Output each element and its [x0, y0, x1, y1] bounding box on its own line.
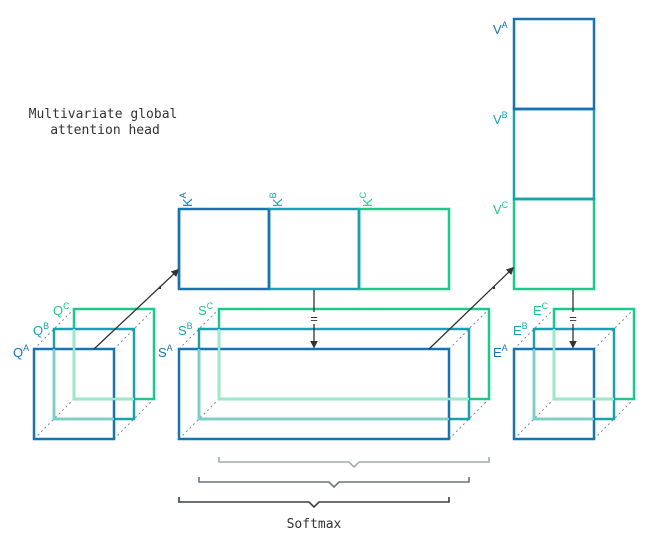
score-slice-a — [177, 347, 451, 441]
output-label-a: EA — [493, 343, 508, 360]
output-label-c: EC — [533, 301, 549, 318]
score-label-a: SA — [158, 343, 173, 360]
equals-operator-left: = — [310, 311, 318, 326]
value-cell-b — [512, 107, 596, 201]
output-slice-b — [532, 327, 616, 421]
equals-operator-right: = — [569, 311, 577, 326]
diagram-title-line-2: attention head — [50, 123, 160, 138]
query-label-b: QB — [33, 321, 49, 338]
key-cell-b — [267, 207, 361, 291]
dot-operator-left: · — [156, 274, 163, 299]
value-matrix — [512, 17, 596, 291]
value-label-a: VA — [493, 20, 508, 37]
output-label-b: EB — [513, 321, 528, 338]
key-matrix — [177, 207, 451, 291]
value-label-b: VB — [493, 110, 508, 127]
value-cell-a — [512, 17, 596, 111]
score-label-c: SC — [198, 301, 214, 318]
arrow-query-to-key — [93, 268, 180, 350]
score-cube — [177, 307, 491, 441]
query-label-c: QC — [53, 301, 70, 318]
diagram-title-line-1: Multivariate global — [29, 107, 178, 122]
softmax-brace-c — [218, 457, 490, 469]
value-label-c: VC — [493, 200, 509, 217]
dot-operator-right: · — [490, 274, 497, 299]
key-label-b: KB — [268, 192, 285, 207]
softmax-brace-b — [198, 477, 470, 489]
value-cell-c — [512, 197, 596, 291]
softmax-label: Softmax — [287, 517, 342, 532]
softmax-brace-a — [178, 497, 450, 509]
key-cell-c — [357, 207, 451, 291]
score-label-b: SB — [178, 321, 193, 338]
output-cube — [512, 307, 636, 441]
score-slice-b — [197, 327, 471, 421]
query-cube — [32, 307, 156, 441]
key-label-c: KC — [358, 191, 375, 207]
key-cell-a — [177, 207, 271, 291]
query-label-a: QA — [13, 343, 29, 360]
query-slice-b — [52, 327, 136, 421]
key-label-a: KA — [178, 192, 195, 207]
arrow-score-to-value — [428, 266, 515, 350]
